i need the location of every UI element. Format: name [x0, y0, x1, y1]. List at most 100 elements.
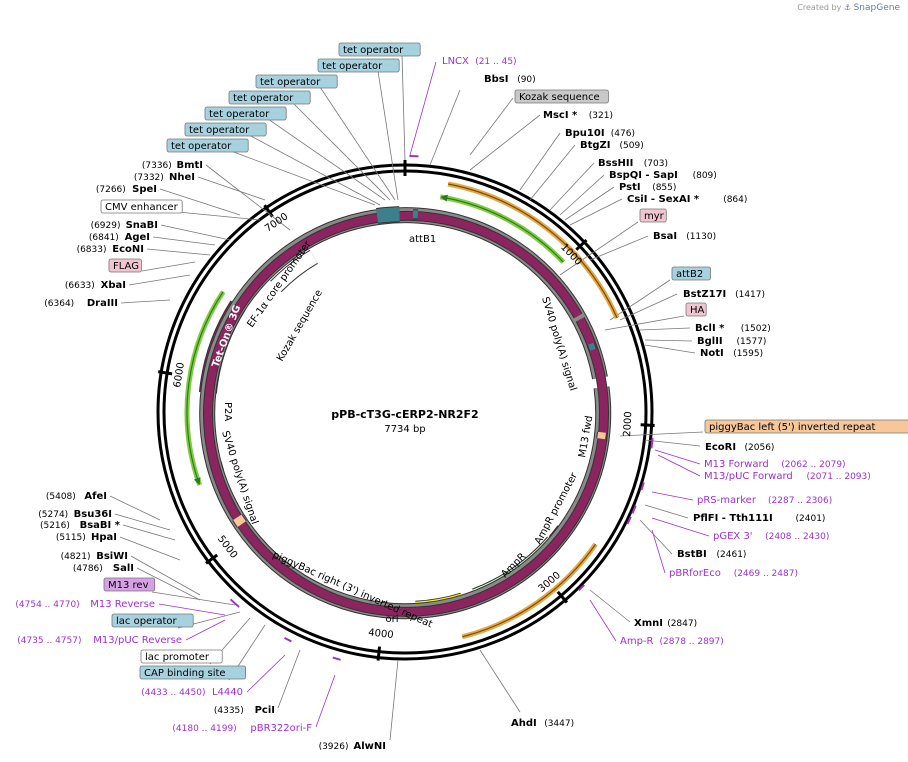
boxed-label-8-text: myr [644, 211, 665, 222]
enzyme-label-16-name: XmnI [634, 618, 663, 629]
enzyme-label-11: BglII(1577) [697, 336, 766, 347]
boxed-label-3: tet operator [228, 90, 311, 105]
enzyme-label-1-pos: (321) [589, 111, 613, 121]
leader-line [152, 236, 216, 246]
tick-mark-7000 [263, 204, 274, 218]
boxed-label-8-box [639, 208, 667, 223]
enzyme-label-25: AfeI(5408) [46, 491, 107, 502]
enzyme-label-15-name: BstBI [677, 549, 707, 560]
leader-line [644, 439, 701, 447]
primer-label-10: M13 Reverse(4754 .. 4770) [15, 599, 155, 610]
enzyme-label-8-pos: (1130) [686, 232, 716, 242]
enzyme-label-30-pos: (6929) [91, 221, 121, 231]
primer-label-6: Amp-R(2878 .. 2897) [620, 636, 724, 647]
boxed-label-16: lac promoter [140, 649, 223, 664]
enzyme-label-20-pos: (4786) [73, 564, 103, 574]
boxed-label-2-text: tet operator [260, 77, 321, 88]
plasmid-length: 7734 bp [384, 424, 425, 435]
enzyme-label-13-pos: (2056) [745, 443, 775, 453]
tick-label-4000: 4000 [368, 627, 394, 641]
leader-line [160, 224, 231, 241]
boxed-label-2: tet operator [255, 74, 338, 89]
leader-line [128, 274, 191, 286]
primer-mark-7 [284, 637, 292, 643]
enzyme-label-29-pos: (6841) [89, 233, 119, 243]
piggybac-left-block [597, 431, 606, 440]
enzyme-label-9: BstZ17I (1417) [683, 289, 765, 300]
leader-line [589, 599, 617, 642]
tick-mark-3000 [556, 590, 569, 604]
boxed-label-16-box [140, 649, 223, 664]
enzyme-label-21-name: BsiWI [96, 551, 128, 562]
primer-mark-6 [332, 656, 341, 661]
boxed-label-0: tet operator [338, 42, 421, 57]
leader-line [651, 517, 710, 537]
enzyme-label-23-pos: (5216) [40, 521, 70, 531]
leader-line [651, 529, 666, 574]
leader-line [248, 134, 381, 206]
snapgene-watermark: Created by ⚓︎ SnapGene [797, 3, 900, 13]
leader-line [130, 555, 201, 596]
enzyme-label-9-pos: (1417) [735, 290, 765, 300]
enzyme-label-3-pos: (509) [620, 141, 644, 151]
tick-mark-4000 [376, 646, 382, 661]
enzyme-label-32: NheI(7332) [134, 172, 195, 183]
primer-mark-3 [631, 505, 637, 514]
enzyme-label-31-name: SpeI [132, 184, 157, 195]
orange-region-bottom-line [462, 543, 597, 638]
leader-line [389, 659, 399, 741]
enzyme-label-14-name: PflFI - Tth111I [693, 513, 773, 524]
leader-line [559, 174, 605, 216]
enzyme-label-26: DraIII(6364) [44, 298, 118, 309]
enzyme-label-13: EcoRI(2056) [705, 442, 774, 453]
primer-label-1: M13 Forward(2062 .. 2079) [704, 459, 846, 470]
enzyme-label-31: SpeI(7266) [96, 184, 157, 195]
primer-label-9-name: M13/pUC Reverse [93, 635, 182, 646]
leader-line [644, 344, 696, 354]
leader-line [119, 536, 181, 561]
primer-label-0-pos: (21 .. 45) [475, 57, 516, 67]
boxed-label-4: tet operator [204, 106, 287, 121]
primer-label-3-pos: (2287 .. 2306) [768, 496, 832, 506]
leader-line [469, 97, 514, 156]
primer-mark-4 [626, 516, 632, 525]
enzyme-label-24-pos: (5274) [38, 510, 68, 520]
boxed-label-17: CAP binding site [139, 665, 246, 680]
boxed-label-0-text: tet operator [343, 45, 404, 56]
primer-label-9: M13/pUC Reverse(4735 .. 4757) [17, 635, 182, 646]
leader-line [246, 654, 286, 693]
primer-label-2-name: M13/pUC Forward [704, 471, 793, 482]
enzyme-label-12-name: NotI [700, 348, 724, 359]
tick-label-5000: 5000 [215, 534, 239, 561]
leader-line [159, 188, 241, 216]
boxed-label-5: tet operator [184, 122, 267, 137]
enzyme-label-3: BtgZI(509) [580, 140, 644, 151]
enzyme-label-16: XmnI (2847) [634, 618, 697, 629]
enzyme-label-4-name: BssHII [598, 158, 633, 169]
boxed-label-17-text: CAP binding site [144, 668, 226, 679]
primer-label-1-name: M13 Forward [704, 459, 769, 470]
leader-line [604, 315, 685, 331]
leader-line [559, 221, 639, 276]
enzyme-label-27-pos: (6633) [65, 281, 95, 291]
primer-label-3: pRS-marker(2287 .. 2306) [697, 495, 832, 506]
enzyme-label-16-pos: (2847) [667, 619, 697, 629]
piggybac-right-block [233, 514, 246, 527]
enzyme-label-18-name: AlwNI [354, 741, 387, 752]
watermark-prefix: Created by [797, 3, 842, 12]
primer-label-8-pos: (4433 .. 4450) [141, 688, 205, 698]
leader-line [120, 299, 171, 304]
enzyme-label-9-name: BstZ17I [683, 289, 726, 300]
enzyme-label-0-name: BbsI [484, 74, 508, 85]
boxed-label-11-text: piggyBac left (5') inverted repeat [709, 422, 875, 433]
outer-labels: BbsI(90)MscI *(321)Bpu10I(476)BtgZI(509)… [15, 42, 908, 752]
enzyme-label-7: CsiI - SexAI *(864) [627, 194, 747, 205]
primer-mark-2 [640, 482, 645, 491]
leader-line [519, 132, 561, 191]
boxed-label-17-box [139, 665, 246, 680]
boxed-label-7-box [514, 89, 609, 104]
enzyme-label-19: PciI(4335) [214, 705, 275, 716]
leader-line [549, 162, 595, 211]
leader-line [151, 591, 236, 606]
enzyme-label-17-pos: (3447) [544, 719, 574, 729]
